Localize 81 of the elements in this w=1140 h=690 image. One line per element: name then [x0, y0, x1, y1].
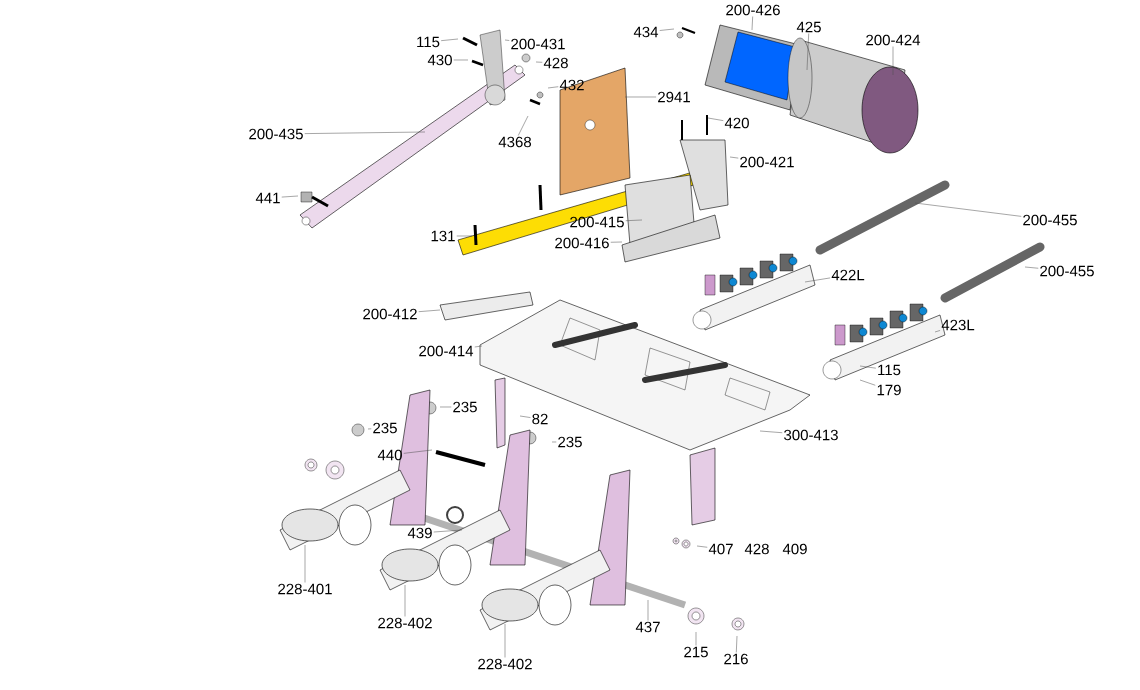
callout-number: 200-435	[249, 128, 303, 140]
callout-number: 228-402	[478, 658, 532, 670]
callout-number: 422L	[831, 269, 865, 281]
leader-line	[696, 545, 708, 548]
callout-number: 228-401	[278, 583, 332, 595]
leader-line	[453, 59, 469, 61]
callout-number: 409	[782, 543, 807, 555]
leader-line	[751, 16, 753, 31]
leader-line	[474, 345, 483, 348]
callout-number: 200-424	[866, 34, 921, 46]
callout-number: 216	[724, 653, 748, 665]
callout-number: 423L	[941, 319, 975, 331]
callout-number: 441	[255, 192, 280, 204]
leader-line	[403, 449, 433, 454]
leader-line	[806, 33, 809, 71]
leader-line	[892, 46, 894, 76]
callout-number: 407	[708, 543, 733, 555]
leader-line	[518, 115, 529, 136]
leader-line	[440, 38, 459, 41]
leader-line	[456, 235, 473, 237]
leader-line	[934, 330, 941, 333]
callout-number: 437	[635, 621, 660, 633]
callout-number: 235	[373, 422, 397, 434]
callout-number: 215	[684, 646, 708, 658]
leader-line	[433, 529, 463, 533]
leader-line	[404, 584, 406, 617]
callout-number: 4368	[498, 136, 532, 148]
leader-line	[859, 379, 876, 386]
callout-number: 228-402	[378, 617, 432, 629]
callout-number: 2941	[658, 91, 690, 103]
callout-number: 440	[377, 449, 402, 461]
leader-line	[695, 631, 697, 646]
callout-number: 439	[407, 527, 432, 539]
callout-number: 425	[796, 21, 821, 33]
callout-number: 200-415	[570, 216, 624, 228]
callout-number: 115	[417, 36, 440, 48]
leader-line	[610, 241, 623, 243]
callout-number: 200-431	[511, 38, 565, 50]
callout-number: 82	[532, 413, 548, 425]
callout-number: 200-416	[555, 237, 609, 249]
leader-line	[647, 599, 649, 621]
callout-number: 428	[744, 543, 769, 555]
leader-line	[418, 309, 441, 312]
leader-line	[304, 544, 306, 583]
callout-number: 200-412	[363, 308, 417, 320]
leader-line	[519, 415, 531, 418]
leader-line	[551, 441, 557, 443]
callout-number: 434	[633, 26, 659, 38]
leader-line	[504, 39, 510, 41]
leader-line	[625, 219, 643, 221]
leader-line	[535, 61, 543, 63]
callout-number: 200-455	[1040, 265, 1094, 277]
callout-number: 420	[724, 117, 749, 129]
callout-number: 179	[877, 384, 901, 396]
callout-number: 200-414	[419, 345, 474, 357]
leader-line	[281, 195, 299, 198]
leader-line	[1024, 266, 1039, 269]
leader-line	[736, 635, 738, 653]
leader-line	[659, 28, 675, 31]
leader-line	[624, 96, 657, 98]
callout-number: 430	[427, 54, 452, 66]
callout-number: 235	[558, 436, 582, 448]
callout-number: 300-413	[784, 429, 838, 441]
leader-line	[547, 86, 559, 89]
leader-line	[729, 156, 739, 159]
leader-line	[859, 365, 877, 369]
leader-line	[914, 202, 1022, 217]
leader-line	[759, 430, 783, 433]
callout-number: 200-455	[1023, 214, 1077, 226]
leader-line	[304, 131, 426, 134]
leader-line	[804, 277, 831, 283]
callout-number: 131	[431, 230, 455, 242]
leader-line	[439, 406, 452, 408]
leader-line	[367, 428, 372, 430]
callout-number: 200-426	[726, 4, 780, 16]
callout-number: 115	[878, 364, 901, 376]
callout-number: 235	[453, 401, 477, 413]
callout-number: 428	[543, 57, 568, 69]
leader-line	[504, 623, 506, 658]
callout-number: 200-421	[740, 156, 794, 168]
leader-line	[707, 117, 724, 121]
